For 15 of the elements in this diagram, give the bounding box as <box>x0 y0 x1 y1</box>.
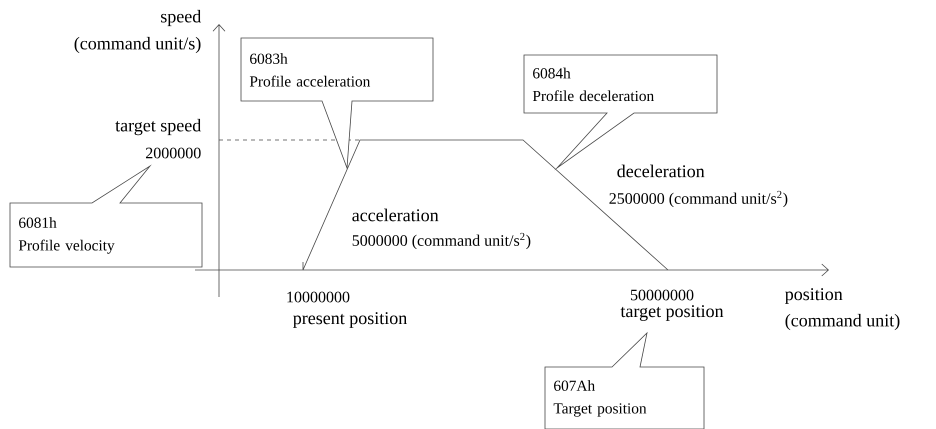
axis-label: speed <box>161 10 202 26</box>
axis-label: 10000000 <box>287 292 350 302</box>
axis-label: (command unit/s) <box>74 36 200 54</box>
axis-label: 2000000 <box>146 148 201 158</box>
axis-label: 50000000 <box>630 290 694 300</box>
callout-box: 6083h Profile acceleration <box>240 38 434 170</box>
callout-box: 6081h Profile velocity <box>10 164 202 268</box>
axis-label: acceleration <box>352 208 438 222</box>
axis-label: (command unit) <box>786 314 900 330</box>
callout-box: 607Ah Target position <box>544 332 704 429</box>
axis-label: target speed <box>115 118 202 136</box>
axis-label: 5000000 (command unit/s$^{2}$) <box>352 232 530 250</box>
axis-label: position <box>785 288 842 304</box>
axis-label: 2500000 (command unit/s$^{2}$) <box>609 190 788 208</box>
axis-label: present position <box>293 312 407 328</box>
